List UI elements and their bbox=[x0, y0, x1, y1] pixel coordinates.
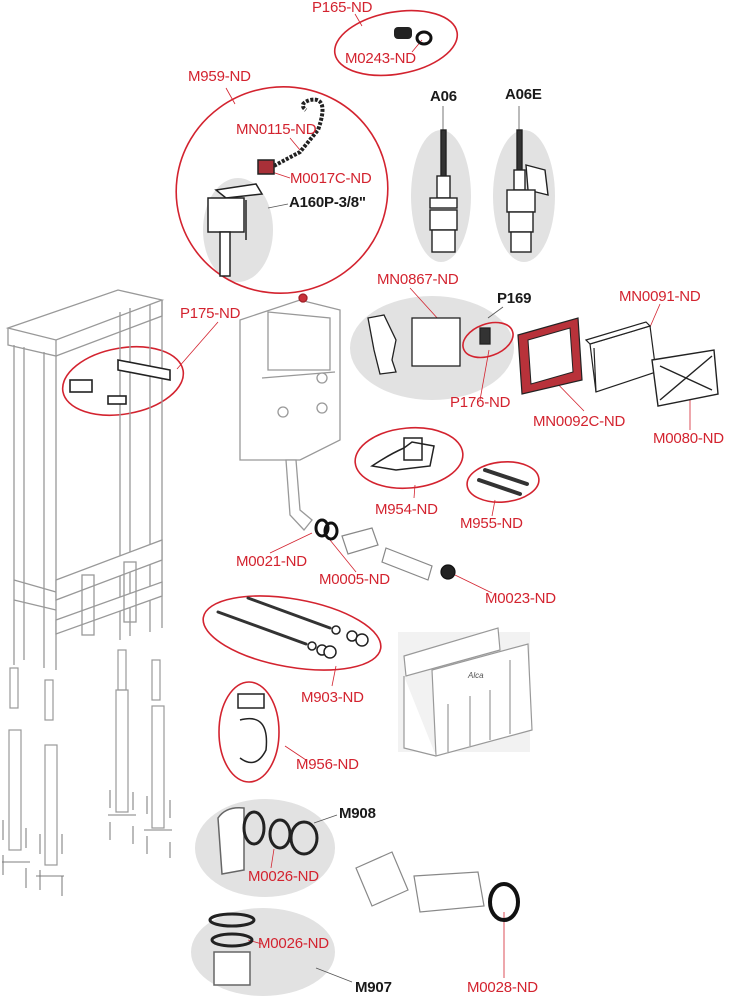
leader-mn0867 bbox=[409, 287, 440, 321]
m954-part bbox=[370, 437, 435, 471]
label-p169: P169 bbox=[497, 290, 532, 307]
cover-box bbox=[403, 627, 533, 757]
leader-m954 bbox=[413, 484, 416, 499]
a06-valve bbox=[429, 129, 458, 253]
leader-m908 bbox=[313, 814, 338, 824]
leader-p176 bbox=[479, 349, 490, 401]
label-m0005: M0005-ND bbox=[319, 571, 390, 588]
frame-bolts bbox=[2, 790, 171, 896]
label-m959: M959-ND bbox=[188, 68, 251, 85]
p175-group bbox=[61, 346, 185, 416]
label-mn0867: MN0867-ND bbox=[377, 271, 459, 288]
mn0092c-frame bbox=[517, 317, 583, 395]
label-m955: M955-ND bbox=[460, 515, 523, 532]
m908-parts bbox=[217, 806, 319, 875]
label-m0026-lower: M0026-ND bbox=[258, 935, 329, 952]
label-p175: P175-ND bbox=[180, 305, 241, 322]
label-mn0092c: MN0092C-ND bbox=[533, 413, 626, 430]
m959-group bbox=[175, 85, 389, 295]
m955-group bbox=[466, 461, 540, 503]
label-m903: M903-ND bbox=[301, 689, 364, 706]
m956-group bbox=[218, 681, 280, 783]
leader-m0017c bbox=[271, 171, 291, 179]
mn0867-mechanism bbox=[367, 314, 491, 375]
leader-m0023 bbox=[454, 574, 493, 594]
leader-m955 bbox=[491, 499, 496, 517]
label-m0243: M0243-ND bbox=[345, 50, 416, 67]
cistern bbox=[239, 293, 341, 531]
label-p165: P165-ND bbox=[312, 0, 373, 16]
label-m0021: M0021-ND bbox=[236, 553, 307, 570]
frame-legs bbox=[2, 649, 172, 877]
label-m0023: M0023-ND bbox=[485, 590, 556, 607]
installation-frame bbox=[5, 289, 165, 670]
fill-valve-assembly bbox=[207, 97, 325, 277]
p176-group bbox=[462, 321, 514, 359]
mn0091-box bbox=[584, 321, 657, 393]
label-m956: M956-ND bbox=[296, 756, 359, 773]
a06e-valve bbox=[506, 129, 549, 253]
leader-m956 bbox=[284, 745, 307, 761]
m903-group bbox=[202, 595, 382, 671]
m0028-pipe bbox=[355, 851, 520, 922]
label-a06: A06 bbox=[430, 88, 457, 105]
label-a06e: A06E bbox=[505, 86, 542, 103]
label-mn0091: MN0091-ND bbox=[619, 288, 701, 305]
label-mn0115: MN0115-ND bbox=[236, 121, 317, 138]
p165-group bbox=[333, 9, 459, 77]
leader-m0021 bbox=[269, 532, 313, 554]
leader-p165 bbox=[354, 13, 363, 27]
label-p176: P176-ND bbox=[450, 394, 511, 411]
m955-rods bbox=[477, 468, 529, 496]
m0080-cover bbox=[651, 349, 719, 407]
leader-mn0115 bbox=[289, 137, 301, 151]
label-m0080: M0080-ND bbox=[653, 430, 724, 447]
label-a160p: A160P-3/8" bbox=[289, 194, 366, 211]
label-m908: M908 bbox=[339, 805, 376, 822]
p175-brackets bbox=[69, 359, 171, 405]
label-m907: M907 bbox=[355, 979, 392, 996]
drain-pipes bbox=[314, 518, 456, 581]
leader-p169 bbox=[487, 306, 504, 319]
m907-parts bbox=[208, 912, 256, 986]
m903-rods bbox=[216, 596, 332, 646]
leader-m0005 bbox=[329, 539, 357, 573]
label-m0026-upper: M0026-ND bbox=[248, 868, 319, 885]
leader-a160p bbox=[267, 203, 289, 209]
m956-clamp bbox=[237, 693, 268, 764]
leader-m0026a bbox=[270, 848, 275, 869]
leader-m907 bbox=[315, 967, 353, 983]
cover-logo: Alca bbox=[467, 671, 484, 680]
label-m0017c: M0017C-ND bbox=[290, 170, 372, 187]
m907-highlight bbox=[191, 908, 335, 996]
label-m954: M954-ND bbox=[375, 501, 438, 518]
leader-m903 bbox=[331, 665, 337, 687]
leader-p175 bbox=[176, 321, 219, 370]
label-m0028: M0028-ND bbox=[467, 979, 538, 996]
m954-group bbox=[354, 426, 464, 490]
p165-parts bbox=[394, 27, 433, 46]
m903-nuts bbox=[307, 625, 369, 659]
leader-m959 bbox=[225, 87, 236, 105]
